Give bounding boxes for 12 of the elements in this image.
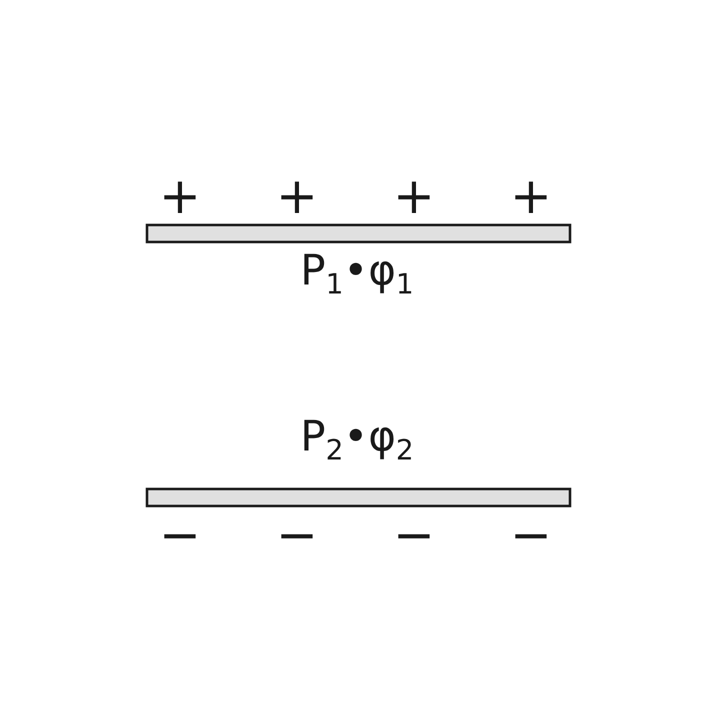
plus-sign: +: [159, 171, 201, 221]
plate-label: P$_{2}$•φ$_{2}$: [300, 415, 414, 465]
plus-sign: +: [510, 171, 552, 221]
plus-sign: +: [393, 171, 435, 221]
plus-sign: +: [276, 171, 318, 221]
capacitor-plate: [146, 488, 572, 508]
minus-sign: −: [276, 510, 318, 560]
minus-sign: −: [510, 510, 552, 560]
minus-sign: −: [393, 510, 435, 560]
capacitor-plate: [146, 224, 572, 244]
plate-label: P$_{1}$•φ$_{1}$: [300, 249, 414, 299]
minus-sign: −: [159, 510, 201, 560]
